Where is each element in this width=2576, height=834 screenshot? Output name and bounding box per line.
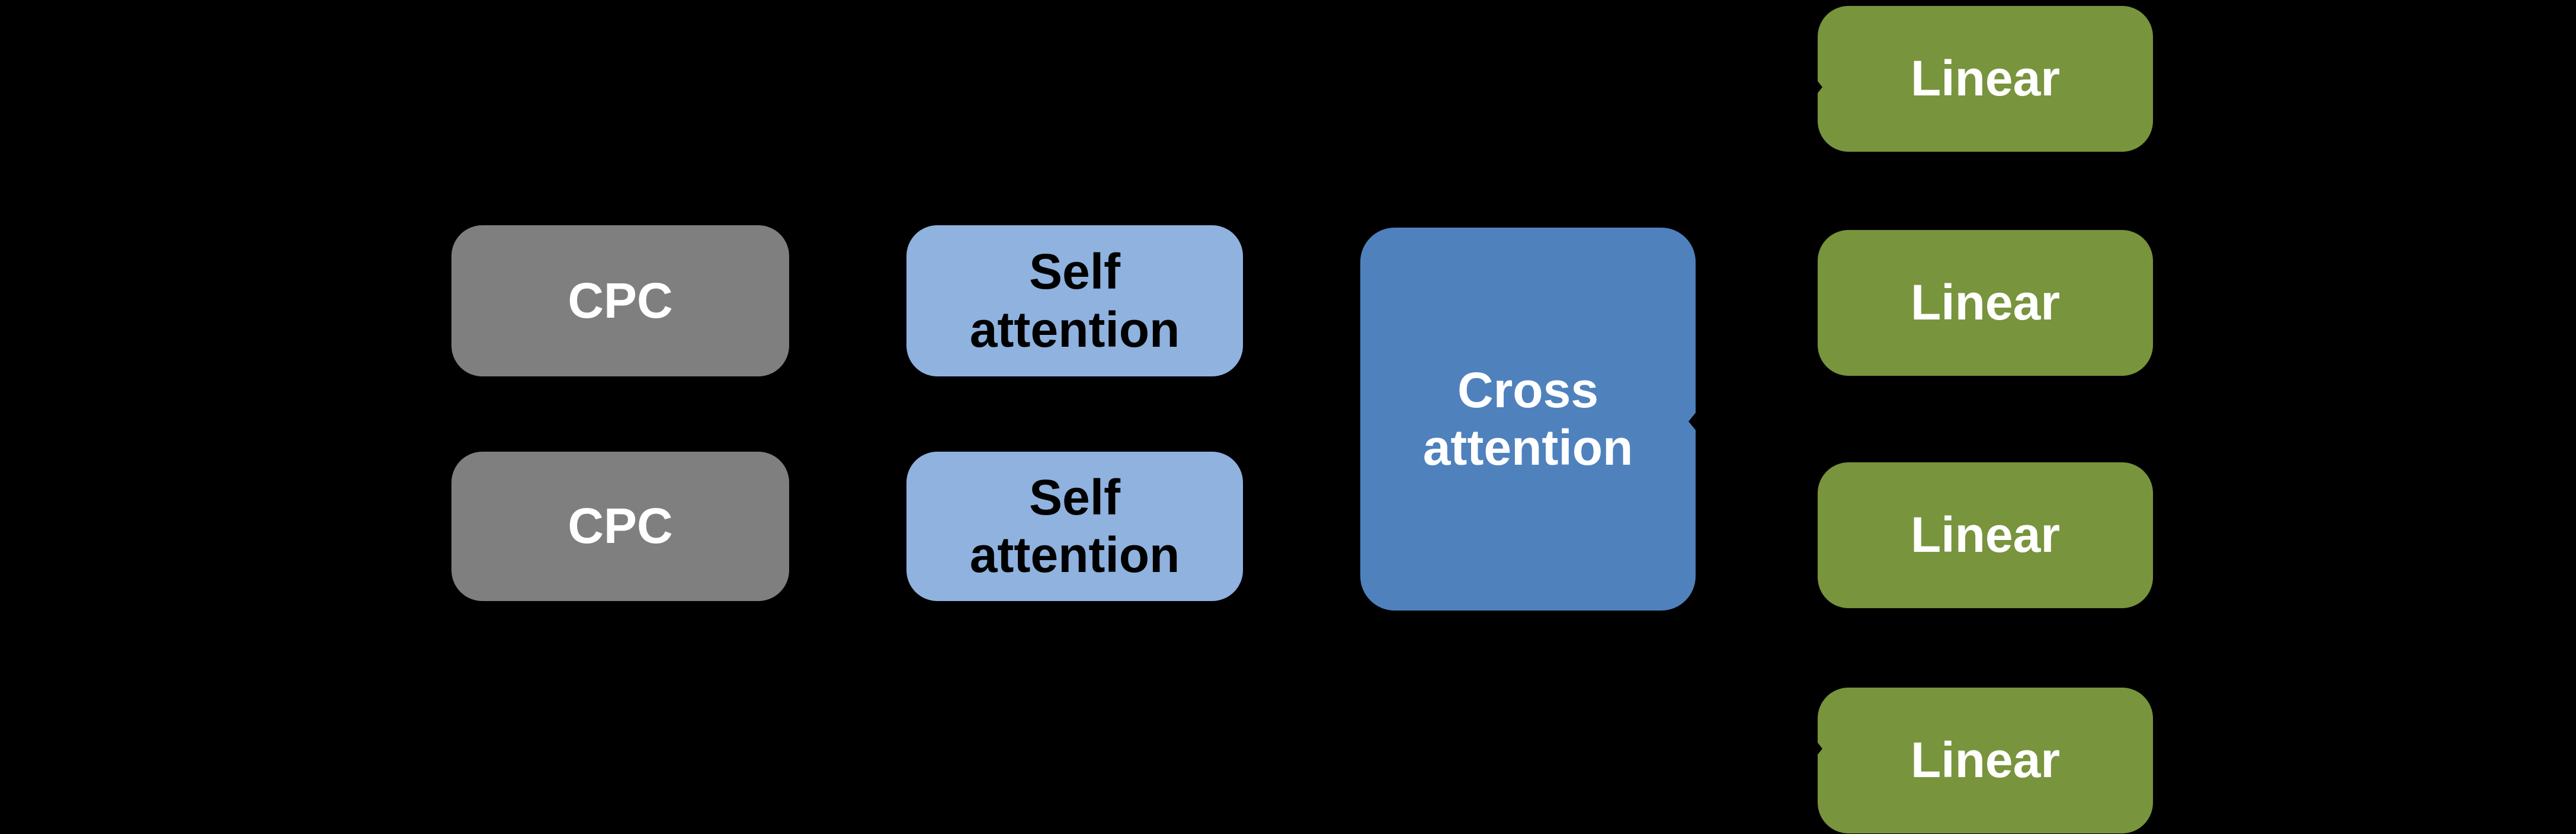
node-cross-attention-label: Cross attention [1422, 362, 1633, 475]
node-cpc-2-label: CPC [568, 498, 673, 554]
node-linear-1: Linear [1818, 6, 2153, 152]
node-self-attention-1-label: Self attention [969, 244, 1180, 357]
node-linear-4-label: Linear [1910, 732, 2061, 788]
node-cpc-1-label: CPC [568, 272, 673, 328]
node-linear-2-label: Linear [1910, 274, 2061, 331]
node-cpc-1: CPC [451, 225, 789, 376]
node-self-attention-2: Self attention [906, 452, 1243, 601]
node-cross-attention: Cross attention [1360, 228, 1696, 611]
node-linear-1-label: Linear [1910, 50, 2061, 107]
node-linear-3: Linear [1818, 462, 2153, 608]
node-linear-3-label: Linear [1910, 507, 2061, 563]
node-self-attention-2-label: Self attention [969, 469, 1180, 583]
node-linear-2: Linear [1818, 230, 2153, 376]
node-linear-4: Linear [1818, 688, 2153, 833]
node-cpc-2: CPC [451, 452, 789, 601]
node-self-attention-1: Self attention [906, 225, 1243, 376]
